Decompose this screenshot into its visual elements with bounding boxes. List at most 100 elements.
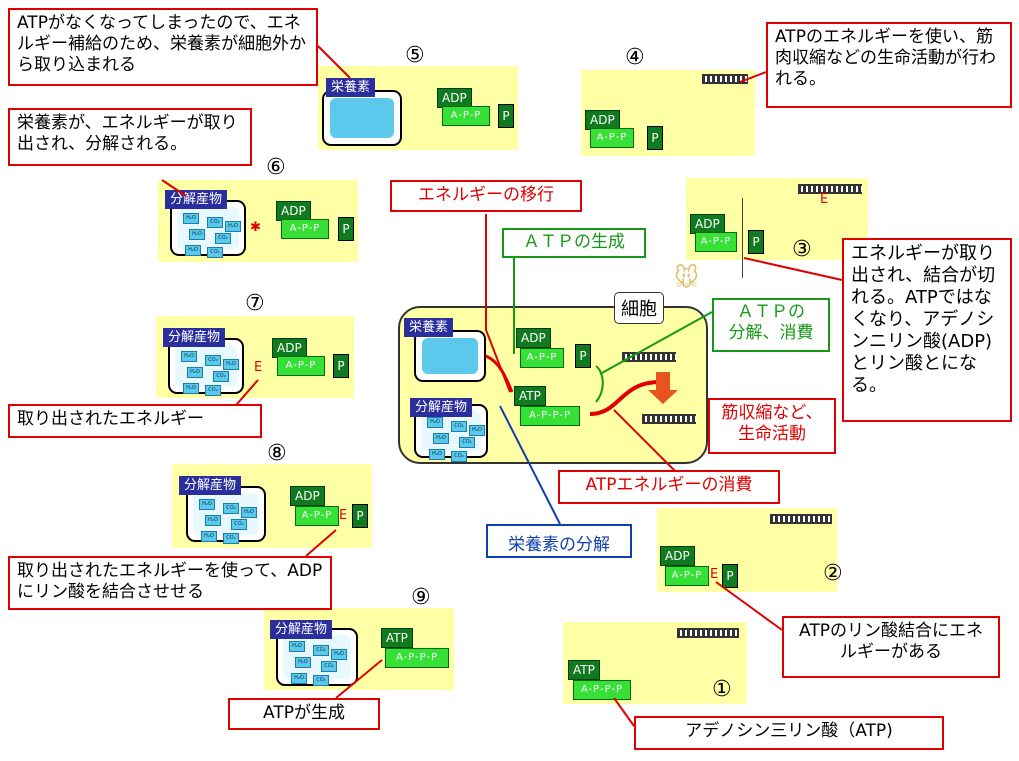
muscle-fiber-2 bbox=[770, 514, 832, 524]
molecule-4-4: H₂O bbox=[429, 449, 445, 460]
center-atp-tag: ATP bbox=[514, 386, 546, 406]
atp-strip-9: A-P-P-P bbox=[385, 648, 449, 668]
step-number-4: ④ bbox=[625, 45, 645, 70]
adp-tag-8: ADP bbox=[290, 486, 325, 506]
molecule-0-6: H₂O bbox=[225, 221, 241, 232]
center-phosphate: P bbox=[575, 344, 591, 368]
energy-8: E bbox=[339, 508, 348, 523]
molecule-2-2: H₂O bbox=[205, 515, 221, 526]
label-muscle-activity: 筋収縮など、 生命活動 bbox=[708, 398, 836, 454]
energy-3: E bbox=[820, 192, 829, 207]
callout-atp-name: アデノシン三リン酸（ATP) bbox=[634, 716, 944, 750]
molecule-3-0: H₂O bbox=[289, 641, 305, 652]
molecule-3-5: CO₂ bbox=[313, 675, 329, 686]
callout-bond-break: エネルギーが取り出され、結合が切れる。ATPではなくなり、アデノシンニリン酸(A… bbox=[842, 238, 1012, 422]
adp-tag-6: ADP bbox=[276, 201, 311, 221]
adp-tag-4: ADP bbox=[585, 110, 620, 130]
molecule-4-0: H₂O bbox=[427, 417, 443, 428]
step-number-5: ⑤ bbox=[405, 43, 425, 68]
molecule-4-1: CO₂ bbox=[451, 421, 467, 432]
adp-strip-8: A-P-P bbox=[295, 506, 339, 526]
molecule-4-3: CO₂ bbox=[459, 437, 475, 448]
molecule-3-2: H₂O bbox=[295, 657, 311, 668]
energy-2: E bbox=[710, 567, 719, 582]
energy-spark-6: ✱ bbox=[250, 220, 261, 235]
phosphate-5: P bbox=[498, 104, 514, 128]
molecule-1-2: H₂O bbox=[187, 367, 203, 378]
molecule-1-5: CO₂ bbox=[205, 385, 221, 396]
molecule-2-5: CO₂ bbox=[223, 533, 239, 544]
center-atp-strip: A-P-P-P bbox=[520, 406, 580, 426]
label-muscle-line2: 生命活動 bbox=[738, 424, 806, 444]
center-decomp-tag: 分解産物 bbox=[410, 398, 473, 417]
nutrient-tag-5: 栄養素 bbox=[326, 78, 376, 97]
mouse-figure-icon: 🐭 bbox=[674, 264, 700, 292]
adp-strip-5: A-P-P bbox=[442, 106, 490, 126]
callout-phosphate-bond-energy: ATPのリン酸結合にエネルギーがある bbox=[782, 616, 1000, 678]
adp-tag-2: ADP bbox=[660, 546, 695, 566]
callout-nutrient-intake: ATPがなくなってしまったので、エネルギー補給のため、栄養素が細胞外から取り込ま… bbox=[8, 8, 318, 86]
label-energy-transfer: エネルギーの移行 bbox=[390, 180, 582, 212]
step-number-9: ⑨ bbox=[411, 585, 431, 610]
center-muscle-top bbox=[622, 352, 676, 362]
center-muscle-bottom bbox=[642, 414, 696, 424]
phosphate-6: P bbox=[338, 217, 354, 241]
molecule-2-4: H₂O bbox=[201, 531, 217, 542]
molecule-0-3: CO₂ bbox=[215, 233, 231, 244]
center-adp-strip: A-P-P bbox=[520, 348, 564, 368]
molecule-2-3: CO₂ bbox=[231, 519, 247, 530]
label-atp-breakdown-line2: 分解、消費 bbox=[728, 323, 814, 343]
atp-tag-9: ATP bbox=[381, 628, 413, 648]
molecule-1-0: H₂O bbox=[181, 351, 197, 362]
step-number-3: ③ bbox=[792, 237, 812, 262]
decomp-tag-6: 分解産物 bbox=[165, 190, 228, 209]
molecule-3-4: H₂O bbox=[291, 673, 307, 684]
label-muscle-line1: 筋収縮など、 bbox=[721, 403, 823, 423]
label-atp-breakdown-line1: ＡＴＰの bbox=[737, 302, 805, 322]
molecule-3-3: CO₂ bbox=[321, 661, 337, 672]
phosphate-7: P bbox=[333, 354, 349, 378]
phosphate-2: P bbox=[722, 564, 738, 588]
molecule-1-4: H₂O bbox=[183, 383, 199, 394]
cell-label: 細胞 bbox=[614, 292, 664, 324]
center-adp-tag: ADP bbox=[516, 328, 551, 348]
molecule-0-2: H₂O bbox=[189, 229, 205, 240]
molecule-3-1: CO₂ bbox=[313, 645, 329, 656]
molecule-1-1: CO₂ bbox=[205, 355, 221, 366]
step-number-7: ⑦ bbox=[245, 291, 265, 316]
adp-strip-6: A-P-P bbox=[281, 219, 329, 239]
molecule-3-6: H₂O bbox=[331, 649, 347, 660]
broken-bond-line bbox=[742, 198, 743, 278]
molecule-0-4: H₂O bbox=[185, 245, 201, 256]
step-number-1: ① bbox=[712, 677, 732, 702]
phosphate-3: P bbox=[748, 230, 764, 254]
callout-extracted-energy: 取り出されたエネルギー bbox=[8, 404, 262, 438]
muscle-fiber-4 bbox=[702, 74, 748, 84]
decomp-tag-7: 分解産物 bbox=[163, 328, 226, 347]
adp-strip-3: A-P-P bbox=[695, 232, 737, 252]
phosphate-4: P bbox=[647, 126, 663, 150]
molecule-4-2: H₂O bbox=[433, 433, 449, 444]
molecule-4-5: CO₂ bbox=[451, 451, 467, 462]
label-atp-energy-consumption: ATPエネルギーの消費 bbox=[558, 470, 780, 504]
molecule-2-0: H₂O bbox=[199, 499, 215, 510]
decomp-tag-9: 分解産物 bbox=[270, 620, 333, 639]
center-nutrient bbox=[414, 330, 486, 382]
step-number-6: ⑥ bbox=[266, 155, 286, 180]
step-number-2: ② bbox=[823, 561, 843, 586]
muscle-fiber-1 bbox=[677, 628, 739, 638]
molecule-1-3: CO₂ bbox=[213, 371, 229, 382]
callout-atp-made: ATPが生成 bbox=[228, 698, 380, 730]
adp-strip-2: A-P-P bbox=[665, 566, 709, 586]
center-nutrient-tag: 栄養素 bbox=[404, 318, 454, 337]
molecule-4-6: H₂O bbox=[469, 425, 485, 436]
step-number-8: ⑧ bbox=[267, 441, 287, 466]
label-atp-generation: ＡＴＰの生成 bbox=[502, 228, 646, 258]
callout-bind-phosphate: 取り出されたエネルギーを使って、ADPにリン酸を結合させせる bbox=[8, 556, 332, 610]
callout-atp-energy-use: ATPのエネルギーを使い、筋肉収縮などの生命活動が行われる。 bbox=[766, 22, 1012, 108]
muscle-fiber-3 bbox=[798, 184, 862, 194]
adp-strip-4: A-P-P bbox=[590, 128, 634, 148]
nutrient-cell-5 bbox=[322, 90, 402, 146]
